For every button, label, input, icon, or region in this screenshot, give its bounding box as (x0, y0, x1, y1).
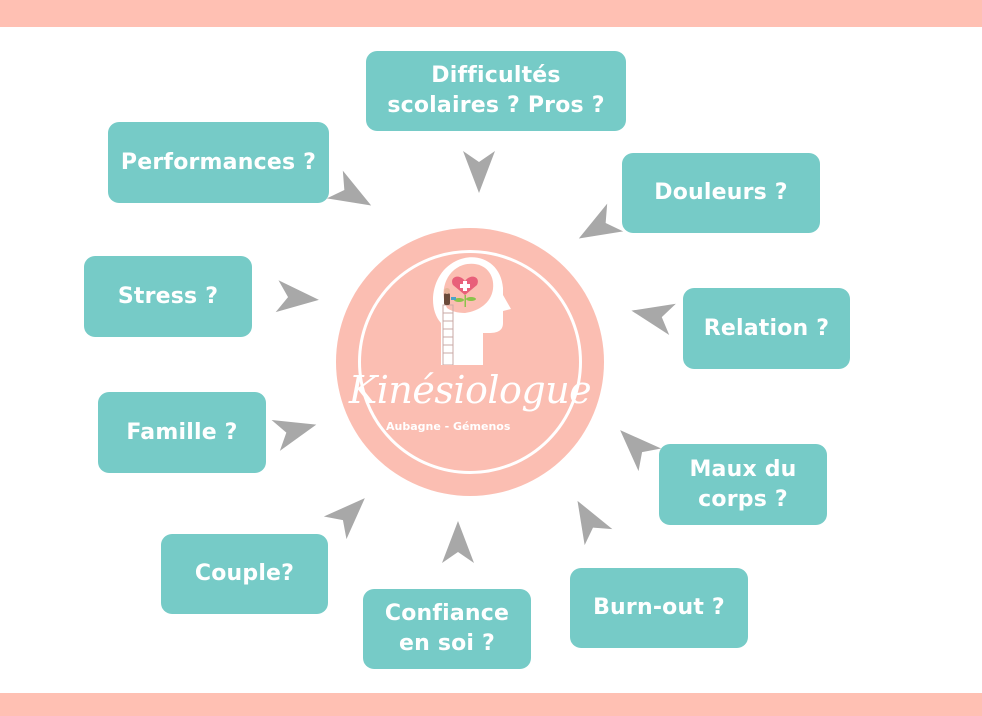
box-maux-du-corps: Maux du corps ? (659, 444, 827, 525)
bottom-band (0, 693, 982, 716)
box-confiance-en-soi: Confiance en soi ? (363, 589, 531, 669)
logo-ring (358, 250, 582, 474)
arrow-icon (578, 203, 624, 239)
arrow-icon (326, 170, 372, 206)
arrow-icon (275, 280, 319, 313)
box-label: Douleurs ? (654, 180, 788, 205)
box-famille: Famille ? (98, 392, 266, 473)
arrow-icon (463, 151, 495, 193)
box-label: Famille ? (126, 419, 238, 445)
box-label: Relation ? (703, 315, 830, 341)
box-label: Performances ? (120, 149, 317, 175)
brand-location: Aubagne - Gémenos (386, 420, 511, 433)
logo-circle: Kinésiologue Aubagne - Gémenos (336, 228, 604, 496)
box-label: Maux du corps ? (689, 456, 797, 512)
arrow-icon (631, 303, 676, 336)
top-band (0, 0, 982, 27)
box-relation: Relation ? (683, 288, 850, 369)
arrow-icon (442, 521, 474, 563)
box-label: Difficultés scolaires ? Pros ? (387, 63, 605, 118)
box-performances: Performances ? (108, 122, 329, 203)
brand-name: Kinésiologue (348, 368, 592, 412)
box-stress: Stress ? (84, 256, 252, 337)
arrow-icon (620, 430, 662, 472)
arrow-icon (323, 498, 365, 540)
box-couple: Couple? (161, 534, 328, 614)
arrow-icon (577, 500, 613, 546)
box-label: Couple? (194, 561, 295, 586)
box-difficultes-scolaires: Difficultés scolaires ? Pros ? (366, 51, 626, 131)
box-label: Burn-out ? (593, 595, 725, 620)
box-label: Stress ? (117, 283, 219, 309)
box-burn-out: Burn-out ? (570, 568, 748, 648)
box-label: Confiance en soi ? (384, 601, 510, 656)
arrow-icon (271, 419, 317, 451)
box-douleurs: Douleurs ? (622, 153, 820, 233)
head-with-heart-icon (433, 257, 511, 365)
